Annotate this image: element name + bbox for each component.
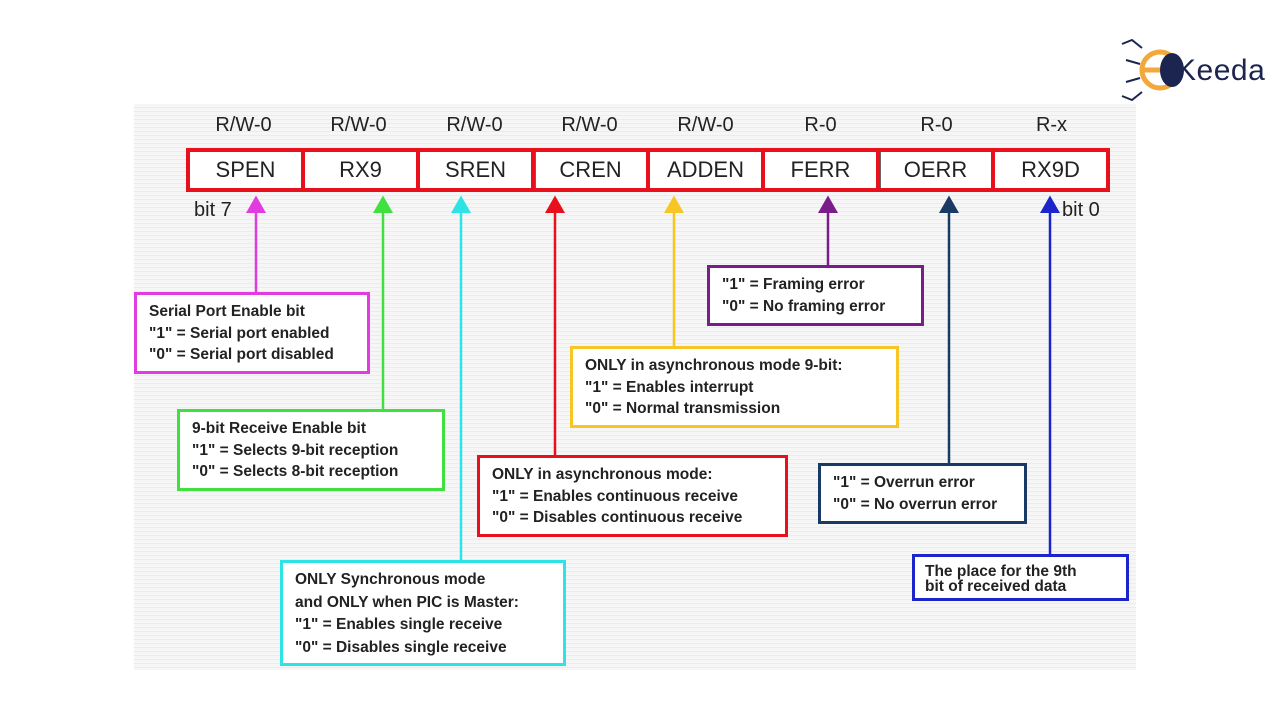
spen-line-1: Serial Port Enable bit [149, 303, 305, 320]
ferr-description: "1" = Framing error "0" = No framing err… [707, 265, 924, 326]
adden-line-2: "1" = Enables interrupt [585, 378, 754, 396]
bit-sren: SREN [420, 148, 535, 192]
spen-description: Serial Port Enable bit "1" = Serial port… [134, 292, 370, 374]
access-cren: R/W-0 [561, 114, 618, 136]
adden-line-1: ONLY in asynchronous mode 9-bit: [585, 357, 843, 374]
bit-rx9: RX9 [305, 148, 420, 192]
spen-line-3: "0" = Serial port disabled [149, 346, 334, 363]
spen-line-2: "1" = Serial port enabled [149, 324, 330, 342]
cren-line-2: "1" = Enables continuous receive [492, 487, 738, 505]
cren-description: ONLY in asynchronous mode: "1" = Enables… [477, 455, 788, 537]
rx9-line-2: "1" = Selects 9-bit reception [192, 441, 399, 459]
access-ferr: R-0 [804, 114, 837, 136]
bit-oerr: OERR [880, 148, 995, 192]
lsb-label: bit 0 [1062, 199, 1100, 221]
access-rx9d: R-x [1035, 114, 1068, 136]
rx9d-description: The place for the 9th bit of received da… [912, 554, 1129, 601]
rx9d-line-2: bit of received data [925, 578, 1067, 595]
sren-line-3: "1" = Enables single receive [295, 616, 503, 633]
access-oerr: R-0 [920, 114, 953, 136]
ekeeda-bug-logo-icon [1121, 38, 1184, 102]
adden-description: ONLY in asynchronous mode 9-bit: "1" = E… [570, 346, 899, 428]
access-adden: R/W-0 [677, 114, 734, 136]
oerr-line-2: "0" = No overrun error [833, 495, 998, 513]
bit-cren: CREN [535, 148, 650, 192]
ekeeda-logo-text: Keeda [1176, 54, 1266, 87]
access-spen: R/W-0 [215, 114, 272, 136]
access-rx9: R/W-0 [330, 114, 387, 136]
sren-line-2: and ONLY when PIC is Master: [295, 593, 519, 611]
ferr-line-1: "1" = Framing error [722, 276, 865, 293]
bit-adden: ADDEN [650, 148, 765, 192]
access-sren: R/W-0 [446, 114, 503, 136]
cren-line-1: ONLY in asynchronous mode: [492, 466, 713, 483]
sren-description: ONLY Synchronous mode and ONLY when PIC … [280, 560, 566, 666]
cren-line-3: "0" = Disables continuous receive [492, 509, 743, 526]
bit-rx9d: RX9D [995, 148, 1110, 192]
rx9d-line-1: The place for the 9th [925, 563, 1077, 580]
rx9-line-3: "0" = Selects 8-bit reception [192, 463, 399, 480]
msb-label: bit 7 [194, 199, 232, 221]
rcsta-register: SPEN RX9 SREN CREN ADDEN FERR OERR RX9D [186, 148, 1110, 192]
oerr-description: "1" = Overrun error "0" = No overrun err… [818, 463, 1027, 524]
rx9-description: 9-bit Receive Enable bit "1" = Selects 9… [177, 409, 445, 491]
oerr-line-1: "1" = Overrun error [833, 474, 975, 491]
bit-spen: SPEN [186, 148, 305, 192]
sren-line-4: "0" = Disables single receive [295, 638, 507, 656]
sren-line-1: ONLY Synchronous mode [295, 571, 486, 588]
adden-line-3: "0" = Normal transmission [585, 400, 781, 417]
bit-ferr: FERR [765, 148, 880, 192]
rx9-line-1: 9-bit Receive Enable bit [192, 420, 366, 437]
ferr-line-2: "0" = No framing error [722, 297, 886, 315]
